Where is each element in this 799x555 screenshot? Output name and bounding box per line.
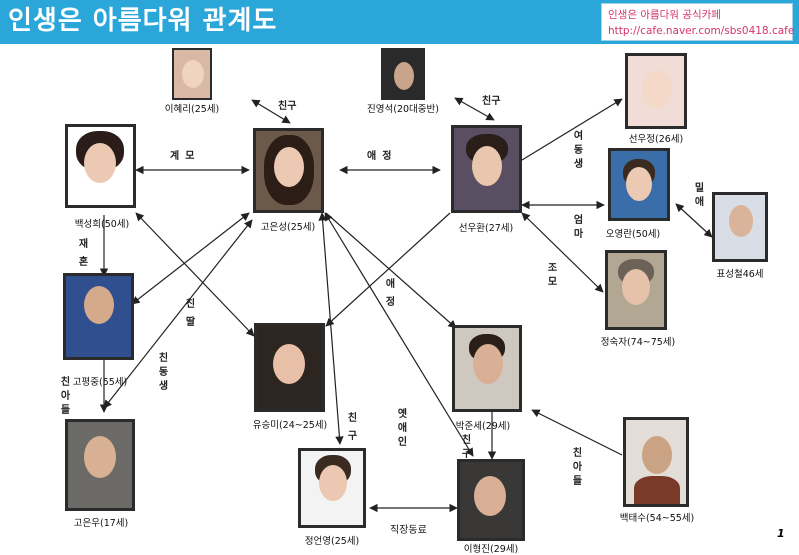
person-name: 오영란(50세) [605, 229, 661, 240]
person-name: 고평중(55세) [72, 377, 128, 388]
arrow-woohwan-youngseok [454, 97, 495, 121]
rel-label-woohwan-seungmi: 애정 [385, 279, 396, 308]
person-name: 고은성(25세) [260, 222, 316, 233]
portrait-photo [625, 53, 687, 129]
rel-label-woohwan-youngseok: 친구 [482, 96, 501, 107]
rel-label-pyeongjung-eunwoo: 친아들 [60, 377, 71, 416]
person-name: 고은우(17세) [73, 518, 129, 529]
portrait-photo [381, 48, 425, 100]
arrow-eunseong-eunwoo [103, 219, 253, 409]
arrow-taesu-junse [531, 409, 623, 456]
portrait-photo [298, 448, 366, 528]
rel-label-eunseong-eonyeong: 친구 [347, 413, 358, 442]
portrait-photo [253, 128, 324, 213]
person-name: 이형진(29세) [463, 544, 519, 555]
portrait-photo [65, 419, 135, 511]
person-name: 선우환(27세) [458, 223, 514, 234]
person-name: 박준세(29세) [455, 421, 511, 432]
rel-label-junse-hyeongjin: 친구 [461, 435, 472, 460]
rel-label-eunseong-hyeri: 친구 [278, 101, 297, 112]
cafe-url-link[interactable]: http://cafe.naver.com/sbs0418.cafe [608, 25, 795, 37]
person-name: 백태수(54~55세) [619, 513, 695, 524]
arrow-woohwan-woojeong [521, 98, 623, 161]
portrait-photo [254, 323, 325, 412]
portrait-photo [63, 273, 134, 360]
person-name: 정숙자(74~75세) [600, 337, 676, 348]
rel-label-eonyeong-hyeongjin: 직장동료 [390, 525, 427, 536]
person-name: 진영석(20대중반) [367, 104, 439, 115]
cafe-info-box: 인생은 아름다워 공식카페 http://cafe.naver.com/sbs0… [601, 3, 795, 41]
rel-label-baek-seungmi: 친동생 [158, 353, 169, 392]
portrait-photo [451, 125, 522, 213]
rel-label-baek-pyeongjung: 재혼 [78, 239, 89, 268]
portrait-photo [172, 48, 212, 100]
portrait-photo [452, 325, 522, 412]
portrait-photo [712, 192, 768, 262]
portrait-photo [623, 417, 689, 507]
portrait-photo [605, 250, 667, 330]
portrait-photo [457, 459, 525, 541]
arrow-woohwan-sukja [521, 212, 604, 293]
person-name: 표성철46세 [716, 269, 764, 280]
rel-label-woohwan-sukja: 조모 [547, 263, 558, 288]
rel-label-woohwan-woojeong: 여동생 [573, 131, 584, 170]
rel-label-youngran-seongcheol: 밀애 [694, 183, 705, 208]
person-name: 정언영(25세) [304, 536, 360, 547]
rel-label-eunseong-woohwan: 애정 [367, 151, 398, 162]
arrow-eunseong-hyeri [251, 99, 291, 124]
rel-label-woohwan-youngran: 엄마 [573, 215, 584, 240]
page-title: 인생은 아름다워 관계도 [8, 6, 278, 36]
rel-label-baek-eunseong: 계모 [170, 151, 201, 162]
portrait-photo [608, 148, 670, 221]
person-name: 유승미(24~25세) [252, 420, 328, 431]
person-name: 이혜리(25세) [164, 104, 220, 115]
person-name: 선우정(26세) [628, 134, 684, 145]
rel-label-taesu-junse: 친아들 [572, 448, 583, 487]
cafe-name: 인생은 아름다워 공식카페 [608, 9, 721, 21]
arrow-youngran-seongcheol [675, 203, 713, 238]
arrow-eunseong-hyeongjin [324, 212, 474, 457]
rel-label-eunseong-hyeongjin: 옛애인 [397, 409, 408, 448]
header-bar: 인생은 아름다워 관계도 인생은 아름다워 공식카페 http://cafe.n… [0, 0, 799, 44]
page-number: 1 [777, 527, 785, 540]
rel-label-eunseong-pyeongjung: 친딸 [185, 299, 196, 328]
person-name: 백성희(50세) [74, 219, 130, 230]
portrait-photo [65, 124, 136, 208]
